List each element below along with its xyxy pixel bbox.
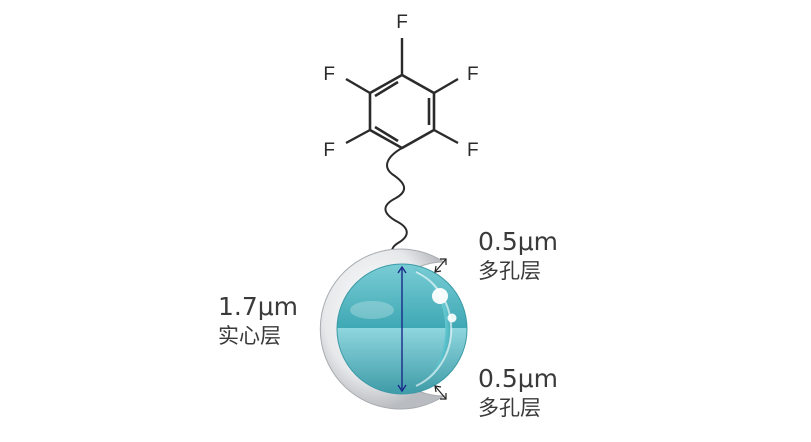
shell-thickness-marker-bottom [434,385,447,400]
fluorine-atom-lower-left: F [323,140,335,161]
shell-thickness-value-top: 0.5μm [478,227,559,256]
shell-label-bottom: 0.5μm 多孔层 [478,366,558,419]
shell-label-top: 0.5μm 多孔层 [478,229,558,282]
fluorine-atom-lower-right: F [467,140,479,161]
shell-thickness-value-bottom: 0.5μm [478,364,559,393]
shell-layer-name-top: 多孔层 [478,259,541,283]
core-diameter-value: 1.7μm [218,292,299,321]
benzene-ring [368,73,436,150]
fluorine-atom-upper-right: F [467,64,479,85]
shell-thickness-marker-top [434,258,447,273]
fluorine-atom-top: F [396,12,408,33]
linker-chain [384,147,408,263]
highlight-large [432,288,448,304]
cf-bonds [345,38,459,145]
core-cut-face-rim [415,271,453,387]
fluorine-atom-upper-left: F [323,64,335,85]
core-label: 1.7μm 实心层 [218,294,298,347]
core-diameter-marker [397,265,407,393]
shell-layer-name-bottom: 多孔层 [478,396,541,420]
highlight-small [447,313,457,323]
core-outline [336,263,468,395]
core-layer-name: 实心层 [218,324,281,348]
